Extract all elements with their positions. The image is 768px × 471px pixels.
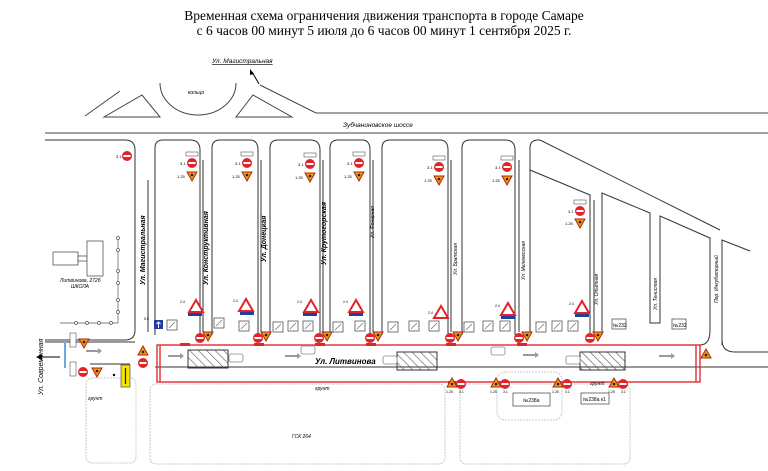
svg-text:3.1: 3.1 xyxy=(568,209,574,214)
label-inkubatorny: Пер. Инкубаторный xyxy=(713,255,720,303)
label-melekesskaya: Ул. Мелекесская xyxy=(521,241,527,280)
building-238a: №238а xyxy=(512,392,551,407)
traffic-direction-arrows xyxy=(86,348,675,359)
school-name: ШКОЛА xyxy=(71,284,90,290)
svg-text:3.1: 3.1 xyxy=(235,161,241,166)
svg-text:1.25: 1.25 xyxy=(295,175,304,180)
sign-codes-top: 3.1 3.1 1.25 3.1 1.25 3.1 1.25 3.1 1.25 3.1 1… xyxy=(116,154,574,226)
svg-text:1.25: 1.25 xyxy=(565,221,574,226)
work-zone-1 xyxy=(187,349,229,369)
svg-text:2.4: 2.4 xyxy=(428,311,433,315)
svg-text:3.1: 3.1 xyxy=(347,161,353,166)
title-line-1: Временная схема ограничения движения тра… xyxy=(184,8,584,23)
lower-area-outlines xyxy=(85,371,631,465)
detour-direction-plates xyxy=(188,312,589,319)
label-magistralnaya: Ул. Магистральная xyxy=(140,215,147,285)
label-ground-1: грунт xyxy=(88,396,103,402)
svg-text:№238а: №238а xyxy=(523,398,540,404)
school-building xyxy=(52,240,104,277)
svg-text:№232: №232 xyxy=(613,323,627,329)
label-ground-3: грунт xyxy=(590,381,605,387)
car-icons xyxy=(228,345,581,365)
label-donetskaya: Ул. Донецкая xyxy=(261,216,268,262)
school-fence xyxy=(60,236,120,325)
label-ground-2: грунт xyxy=(315,386,330,392)
litvinova-road xyxy=(45,341,768,368)
city-blocks xyxy=(45,139,768,353)
svg-text:1.25: 1.25 xyxy=(492,178,501,183)
svg-text:3.1: 3.1 xyxy=(427,165,433,170)
sovremennaya-exit-arrow xyxy=(36,354,60,360)
magistralnaya-top-arrow xyxy=(250,69,260,85)
building-232a: №232 xyxy=(611,318,627,330)
work-zone-3 xyxy=(579,351,626,371)
label-tenistaya: Ул. Тенистая xyxy=(653,278,659,310)
label-gsk-264: ГСК 264 xyxy=(292,434,311,440)
svg-text:3.1: 3.1 xyxy=(503,390,508,394)
label-fonarnaya: Ул. Фонарная xyxy=(370,206,376,238)
label-bratskaya: Ул. Братская xyxy=(453,243,459,275)
title-line-2: с 6 часов 00 минут 5 июля до 6 часов 00 … xyxy=(196,23,572,38)
svg-text:3.1: 3.1 xyxy=(180,161,186,166)
svg-text:2.4: 2.4 xyxy=(233,299,238,303)
label-ring: кольцо xyxy=(188,90,204,96)
label-krutogorskaya: Ул. Крутогорская xyxy=(321,202,328,265)
svg-text:3.1: 3.1 xyxy=(116,154,122,159)
svg-text:2.4: 2.4 xyxy=(297,300,302,304)
svg-text:2.4: 2.4 xyxy=(343,300,348,304)
label-magistralnaya-top: Ул. Магистральная xyxy=(211,58,273,65)
svg-text:№232: №232 xyxy=(673,323,687,329)
svg-text:1.25: 1.25 xyxy=(490,390,497,394)
side-street-inner-lines xyxy=(147,160,595,332)
svg-text:2.4: 2.4 xyxy=(495,304,500,308)
top-signs xyxy=(122,151,586,229)
svg-text:3.1: 3.1 xyxy=(621,390,626,394)
svg-text:1.25: 1.25 xyxy=(177,174,186,179)
school-address: Литвинова, 272б xyxy=(59,278,101,284)
detour-yellow-board xyxy=(112,364,131,388)
label-litvinova: Ул. Литвинова xyxy=(315,357,376,366)
svg-text:1.25: 1.25 xyxy=(344,174,353,179)
label-opytnaya: Ул. Опытная xyxy=(594,273,600,305)
svg-text:1.25: 1.25 xyxy=(608,390,615,394)
building-238a-k1: №238а к1 xyxy=(580,392,610,405)
svg-text:3.1: 3.1 xyxy=(459,390,464,394)
label-zubchaninovskoe: Зубчаниновское шоссе xyxy=(343,121,413,129)
label-konstruktivnaya: Ул. Конструктивная xyxy=(203,211,210,285)
svg-text:1.25: 1.25 xyxy=(424,178,433,183)
svg-text:№238а к1: №238а к1 xyxy=(583,397,606,403)
svg-text:3.1: 3.1 xyxy=(495,165,501,170)
lower-sign-codes: 1.25 3.1 1.25 3.1 1.25 3.1 1.25 3.1 xyxy=(446,390,626,394)
warning-signs xyxy=(188,298,590,319)
top-road-network xyxy=(45,82,768,134)
svg-text:2.4: 2.4 xyxy=(569,302,574,306)
distance-plates xyxy=(185,151,587,205)
svg-text:5.5: 5.5 xyxy=(144,317,149,321)
svg-text:2.4: 2.4 xyxy=(180,300,185,304)
work-zone-2 xyxy=(396,351,438,371)
building-232b: №232 xyxy=(671,318,687,330)
svg-text:3.1: 3.1 xyxy=(565,390,570,394)
svg-text:1.25: 1.25 xyxy=(552,390,559,394)
svg-text:1.25: 1.25 xyxy=(446,390,453,394)
entry-signs-litvinova xyxy=(195,331,604,343)
svg-text:3.1: 3.1 xyxy=(298,162,304,167)
svg-text:1.25: 1.25 xyxy=(232,174,241,179)
map-title: Временная схема ограничения движения тра… xyxy=(0,8,768,38)
one-way-sign: 5.5 xyxy=(144,317,163,329)
label-sovremennaya: Ул. Современная xyxy=(38,338,45,396)
warning-codes: 2.4 2.4 2.4 2.4 2.4 2.4 2.4 xyxy=(180,299,574,315)
sovremennaya-signs xyxy=(69,332,103,378)
